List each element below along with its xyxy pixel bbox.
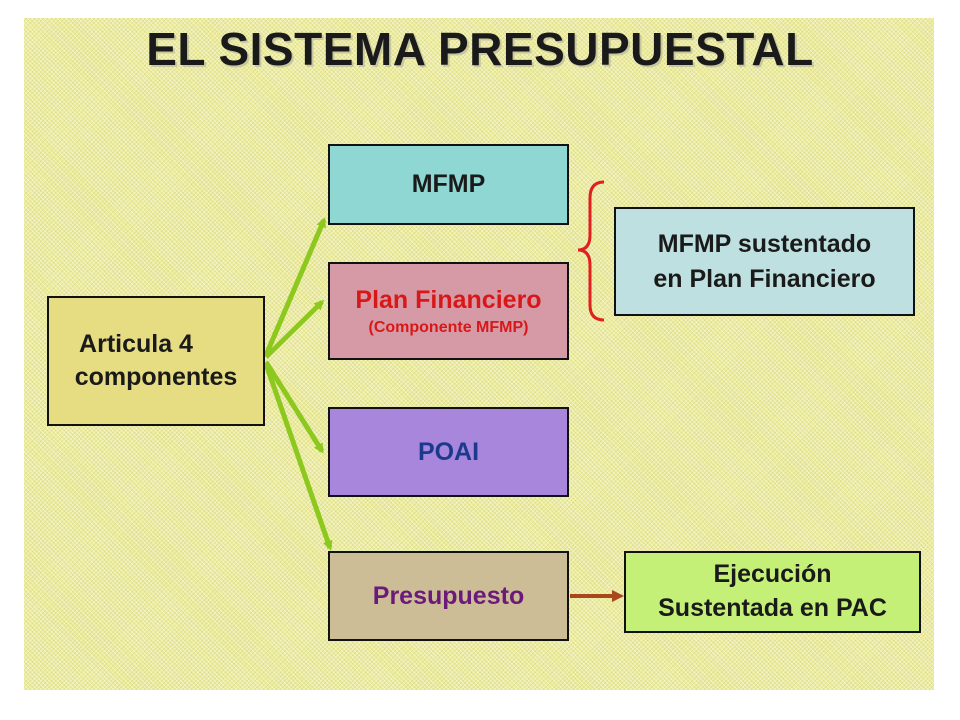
page-title: EL SISTEMA PRESUPUESTAL [146, 23, 814, 75]
node-ejecucion-line2: Sustentada en PAC [658, 594, 887, 622]
node-mfmp-sustentado: MFMP sustentado en Plan Financiero [614, 207, 915, 316]
node-articula-4-componentes: Articula 4 componentes [47, 296, 265, 426]
node-mfmp: MFMP [328, 144, 569, 225]
node-sustentado-line2: en Plan Financiero [653, 264, 876, 293]
node-plan-label: Plan Financiero [355, 285, 542, 314]
node-poai-label: POAI [417, 437, 480, 466]
node-articula-line1: Articula 4 [79, 330, 193, 358]
node-plan-sublabel: (Componente MFMP) [368, 318, 529, 336]
node-mfmp-label: MFMP [411, 170, 486, 198]
node-ejecucion: Ejecución Sustentada en PAC [624, 551, 921, 633]
node-presupuesto-label: Presupuesto [372, 581, 525, 610]
node-ejecucion-line1: Ejecución [713, 560, 832, 589]
node-plan-financiero: Plan Financiero (Componente MFMP) [328, 262, 569, 360]
node-presupuesto: Presupuesto [328, 551, 569, 641]
node-poai: POAI [328, 407, 569, 497]
node-articula-line2: componentes [74, 363, 238, 391]
node-sustentado-line1: MFMP sustentado [657, 229, 872, 258]
